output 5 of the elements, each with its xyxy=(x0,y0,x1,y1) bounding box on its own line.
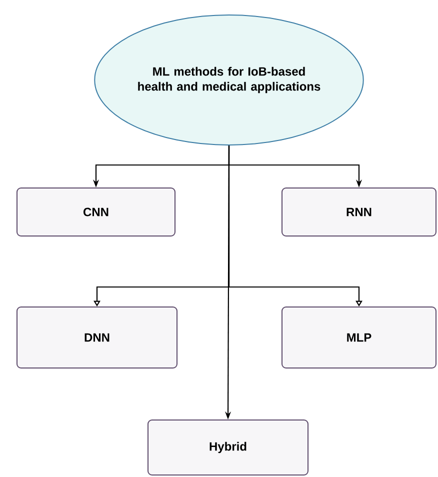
method-box: RNN xyxy=(282,188,436,236)
method-box: Hybrid xyxy=(148,420,308,476)
method-box: CNN xyxy=(16,188,176,236)
method-box: DNN xyxy=(16,306,178,368)
method-box: MLP xyxy=(282,306,436,368)
